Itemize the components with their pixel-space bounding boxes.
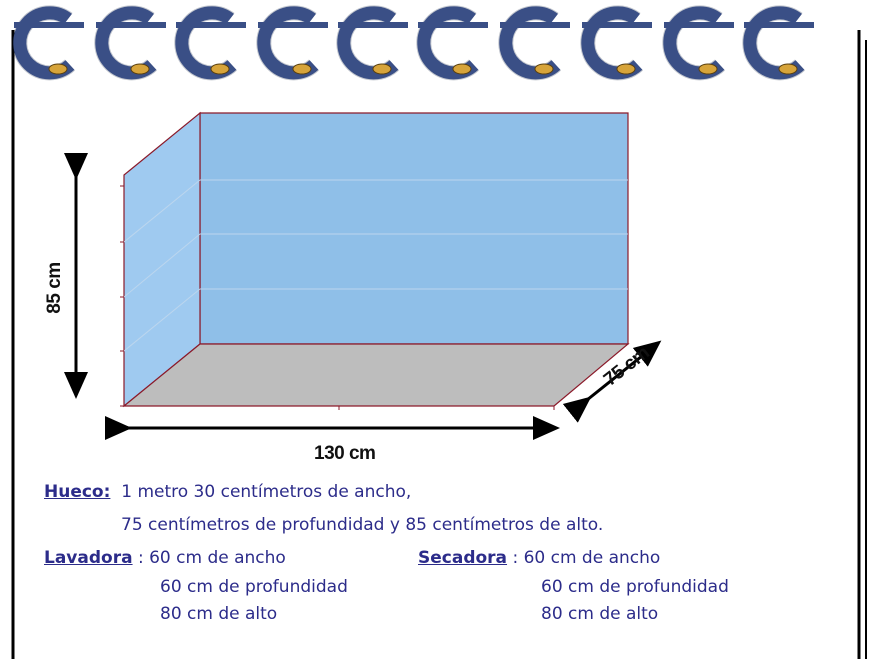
box-floor [122,343,630,407]
box-back-wall [199,112,629,345]
lavadora-line1: Lavadora : 60 cm de ancho [44,548,286,568]
curtain-ring [94,5,166,81]
depth-arrow [562,340,662,423]
hueco-title: Hueco: [44,482,111,502]
secadora-line1: Secadora : 60 cm de ancho [418,548,660,568]
box-gridlines [123,179,628,352]
secadora-title: Secadora [418,548,508,568]
lavadora-profundidad: 60 cm de profundidad [160,577,348,597]
curtain-ring [498,5,570,81]
secadora-ancho: : 60 cm de ancho [512,548,661,568]
curtain-ring [416,5,488,81]
lavadora-alto: 80 cm de alto [160,604,278,624]
height-label: 85 cm [44,262,65,314]
curtain-ring [336,5,408,81]
lavadora-title: Lavadora [44,548,133,568]
hueco-dimensions-2: 75 centímetros de profundidad y 85 centí… [121,515,604,535]
lavadora-ancho: : 60 cm de ancho [137,548,286,568]
curtain-ring [174,5,246,81]
width-label: 130 cm [314,443,376,464]
hueco-line1: Hueco: 1 metro 30 centímetros de ancho, [44,482,411,502]
curtain-ring [662,5,734,81]
secadora-alto: 80 cm de alto [541,604,659,624]
hueco-dimensions-1: 1 metro 30 centímetros de ancho, [121,482,412,502]
curtain-ring [12,5,84,81]
curtain-ring [742,5,814,81]
curtain-ring [256,5,328,81]
curtain-ring [580,5,652,81]
secadora-profundidad: 60 cm de profundidad [541,577,729,597]
